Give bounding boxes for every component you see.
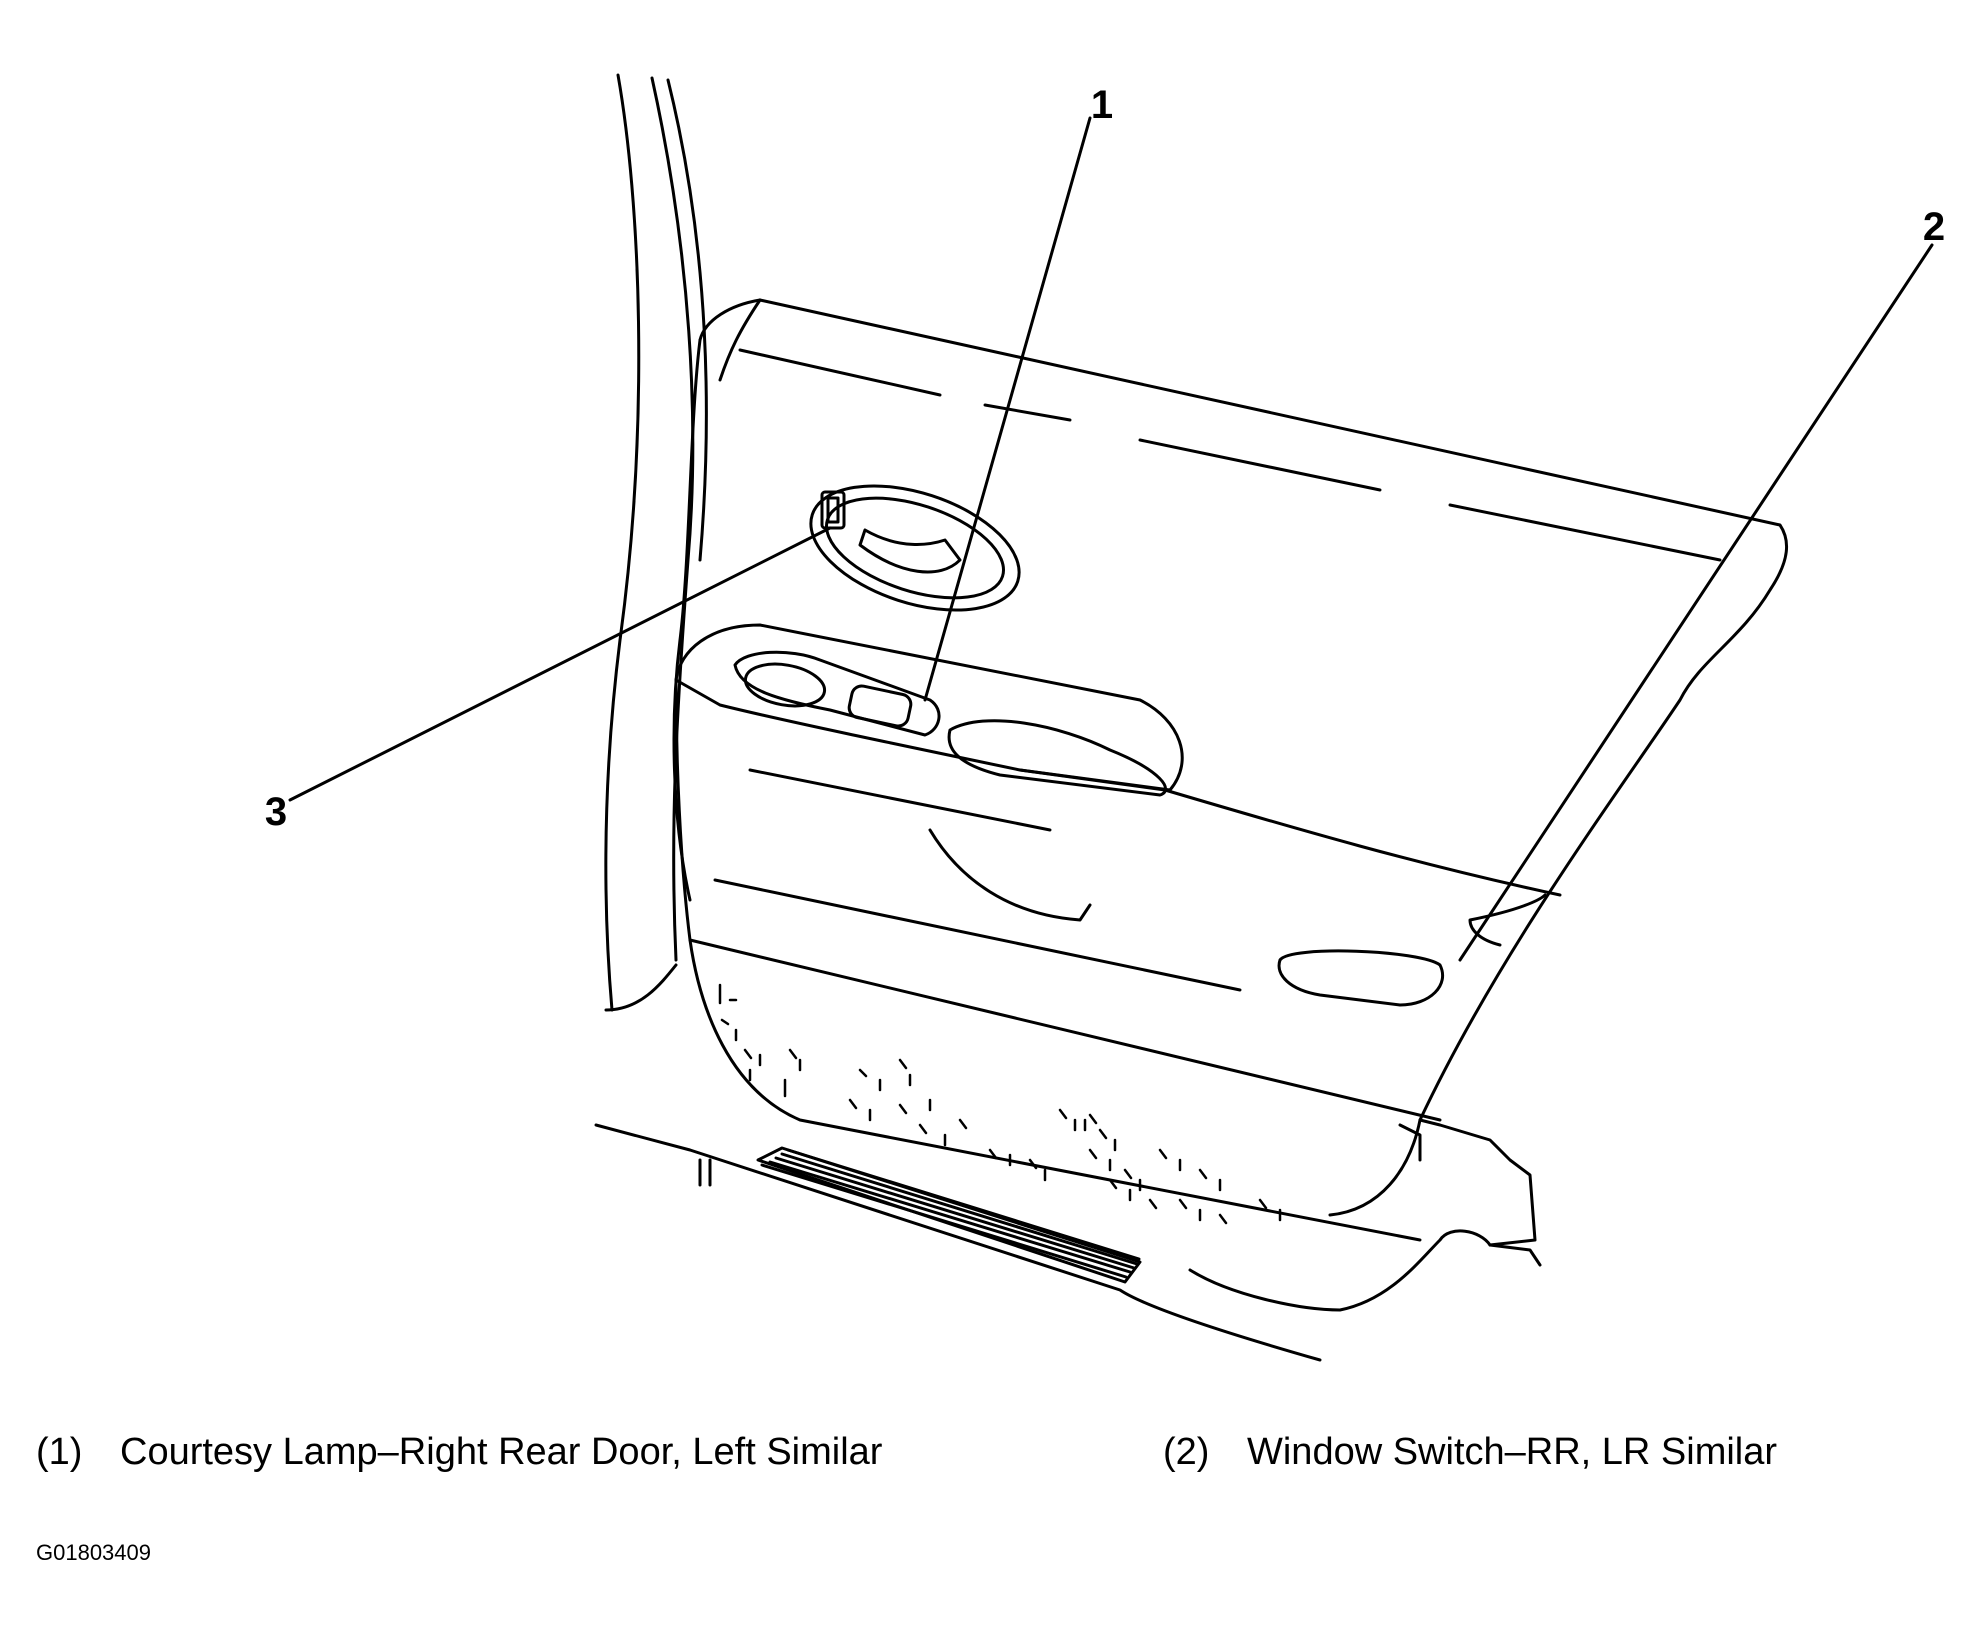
door-sill-plate xyxy=(756,1146,1142,1284)
courtesy-lamp xyxy=(820,490,846,530)
legend-item-1-number: (1) xyxy=(36,1431,83,1473)
callout-2: 2 xyxy=(1923,205,1945,249)
rocker-floor xyxy=(594,1118,1542,1362)
window-switch-bezel xyxy=(733,650,941,737)
legend-item-1-text: Courtesy Lamp–Right Rear Door, Left Simi… xyxy=(120,1431,883,1473)
legend-item-2-text: Window Switch–RR, LR Similar xyxy=(1247,1431,1778,1473)
leader-line-2 xyxy=(1458,243,1934,962)
legend-item-2-number: (2) xyxy=(1163,1431,1210,1473)
figure-id: G01803409 xyxy=(36,1540,151,1565)
lower-carpet-section xyxy=(688,938,1422,1242)
leader-line-1 xyxy=(923,116,1092,702)
door-trim-panel xyxy=(672,298,1789,1122)
door-panel-diagram: 1 2 3 xyxy=(265,73,1945,1362)
door-handle-recess xyxy=(809,484,1021,612)
leader-line-3 xyxy=(288,526,832,802)
map-pocket xyxy=(1277,893,1547,1007)
armrest xyxy=(674,623,1562,1122)
carpet-texture xyxy=(718,983,1282,1225)
callout-3: 3 xyxy=(265,790,287,834)
door-frame-pillar xyxy=(604,73,708,1012)
armrest-pull-cup xyxy=(947,719,1167,797)
callout-1: 1 xyxy=(1091,83,1113,127)
